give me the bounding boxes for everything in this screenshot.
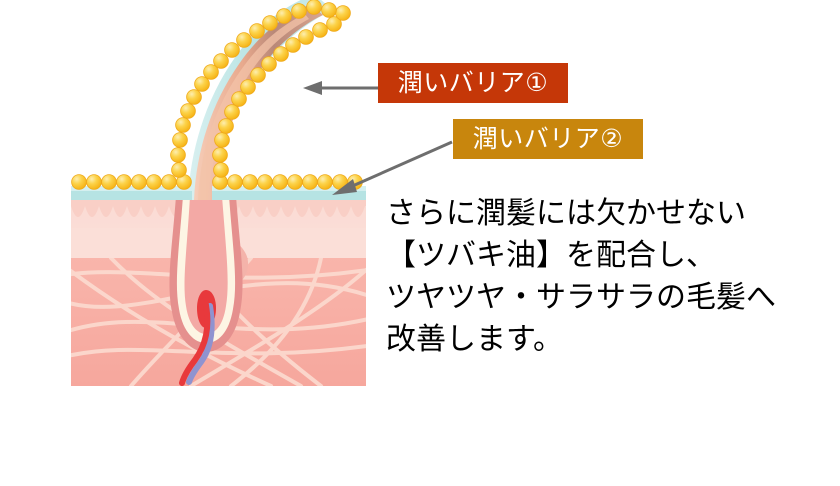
hair-follicle xyxy=(169,196,243,352)
callout-label-moisture-barrier-1[interactable]: 潤いバリア① xyxy=(378,63,568,103)
blood-vessel-vein xyxy=(186,303,215,385)
hair-shaft-highlight xyxy=(198,14,309,200)
hair-follicle-illustration xyxy=(71,0,366,386)
blood-vessel-artery xyxy=(179,297,211,386)
follicle-inner-canal xyxy=(184,196,228,334)
oil-bead-row-shaft-left xyxy=(170,0,322,178)
body-copy-text: さらに潤髪には欠かせない 【ツバキ油】を配合し、 ツヤツヤ・サラサラの毛髪へ 改… xyxy=(386,197,776,356)
oil-bead-row-shaft-right xyxy=(212,2,351,178)
callout-label-moisture-barrier-2[interactable]: 潤いバリア② xyxy=(453,119,643,159)
skin-cross-section-svg xyxy=(71,0,366,386)
blood-vessels xyxy=(179,297,215,386)
oil-bead-row-surface xyxy=(71,174,363,190)
hair-shaft-group xyxy=(188,0,333,200)
